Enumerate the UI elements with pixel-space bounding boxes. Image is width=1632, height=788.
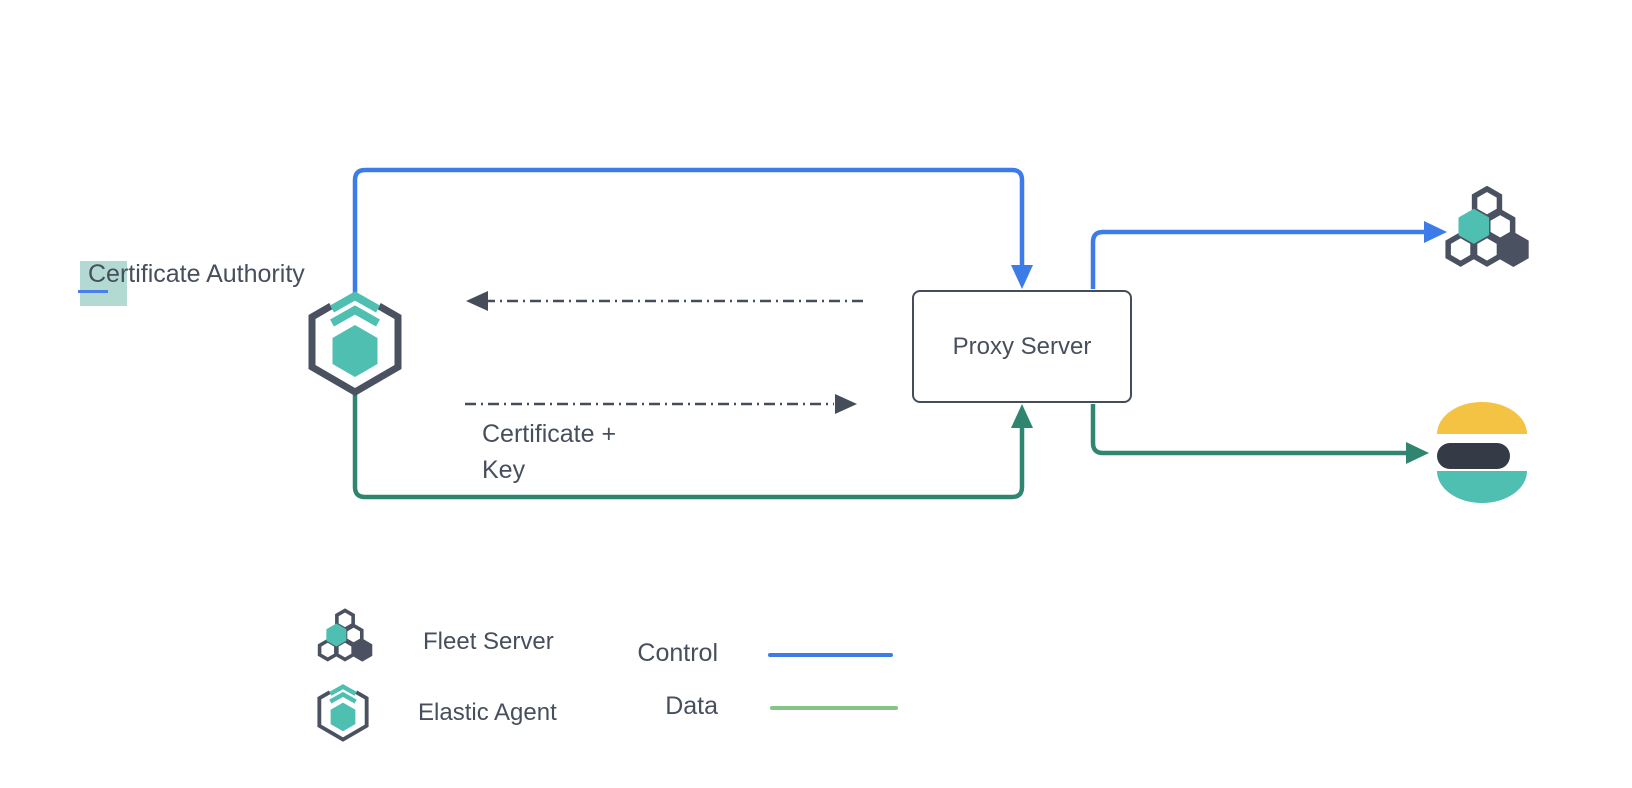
legend-control-label[interactable]: Control: [637, 639, 718, 667]
legend-fleet-server-icon[interactable]: [320, 610, 373, 661]
proxy-server-label: Proxy Server: [952, 332, 1092, 360]
legend-control-line: [768, 653, 893, 657]
arrowhead-right: [1406, 442, 1429, 464]
certificate-authority-label[interactable]: Certificate Authority: [88, 260, 305, 288]
control-connector-proxy-to-fleet[interactable]: [1090, 221, 1447, 289]
legend-fleet-server-label[interactable]: Fleet Server: [423, 628, 554, 655]
control-connector-agent-to-proxy[interactable]: [352, 167, 1033, 294]
certificate-request-connector[interactable]: [466, 291, 863, 311]
arrowhead-down: [1011, 265, 1033, 289]
fleet-server-icon[interactable]: [1448, 189, 1529, 267]
arrowhead-right: [1424, 221, 1447, 243]
legend-data-label[interactable]: Data: [665, 692, 718, 720]
arrowhead-left: [466, 291, 488, 311]
text-cursor: [78, 290, 108, 293]
proxy-server-node[interactable]: Proxy Server: [912, 290, 1132, 403]
arrowhead-right: [835, 394, 857, 414]
data-connector-agent-to-proxy[interactable]: [352, 390, 1033, 500]
certificate-key-connector[interactable]: [465, 394, 857, 414]
arrowhead-up: [1011, 404, 1033, 428]
legend-elastic-agent-label[interactable]: Elastic Agent: [418, 699, 557, 726]
elasticsearch-top-segment: [1437, 402, 1527, 434]
data-connector-proxy-to-elasticsearch[interactable]: [1090, 404, 1429, 464]
elasticsearch-bottom-segment: [1437, 471, 1527, 503]
elastic-agent-icon[interactable]: [312, 296, 398, 392]
elasticsearch-icon[interactable]: [1437, 402, 1527, 503]
certificate-key-label[interactable]: Certificate + Key: [482, 420, 617, 484]
legend-data-line: [770, 706, 898, 710]
legend-elastic-agent-icon[interactable]: [319, 687, 366, 740]
elasticsearch-middle-segment: [1437, 443, 1510, 469]
text-selection-highlight: [80, 261, 127, 306]
